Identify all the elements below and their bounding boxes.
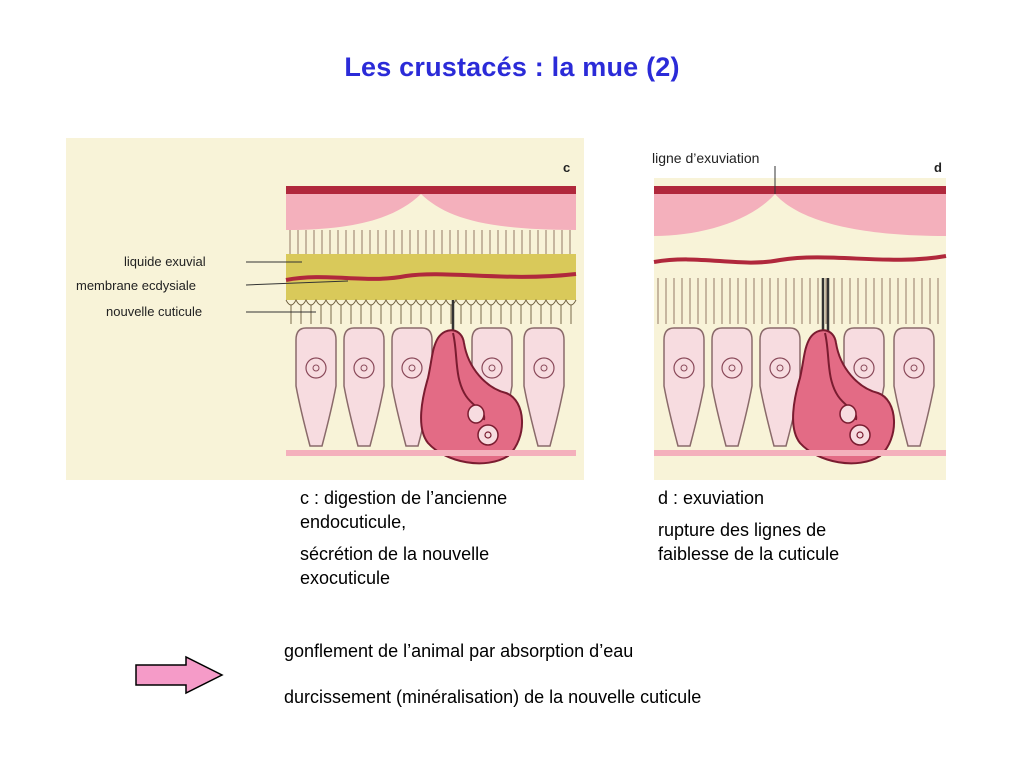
panel-c-illustration [66, 138, 584, 480]
epidermal-cell [711, 327, 753, 447]
cell-nucleolus [680, 364, 688, 372]
new-cuticle-d [657, 278, 939, 324]
basal-membrane [286, 450, 576, 456]
epidermal-cell [523, 327, 565, 447]
panel-c-letter: c [563, 160, 571, 175]
epidermal-cell [343, 327, 385, 447]
cell-nucleus [353, 357, 375, 379]
old-cuticle-layer [286, 194, 576, 230]
ecdysial-membrane-d [653, 254, 947, 265]
cell-nucleus [305, 357, 327, 379]
old-cuticle-band [286, 186, 576, 194]
panel-d-letter: d [934, 160, 942, 175]
caption-c-line1: c : digestion de l’ancienne endocuticule… [300, 488, 508, 532]
caption-c-line2: sécrétion de la nouvelle exocuticule [300, 544, 490, 588]
panel-d-illustration [640, 138, 958, 480]
cell-nucleus [903, 357, 925, 379]
conclusion-line1: gonflement de l’animal par absorption d’… [284, 641, 634, 661]
new-cuticle [285, 298, 577, 324]
label-membrane-ecdysiale: membrane ecdysiale [76, 278, 196, 293]
callout-line-membrane [245, 280, 349, 286]
cell-nucleus [533, 357, 555, 379]
caption-c: c : digestion de l’ancienne endocuticule… [300, 486, 560, 590]
caption-d: d : exuviation rupture des lignes de fai… [658, 486, 898, 566]
page-title: Les crustacés : la mue (2) [344, 52, 680, 82]
cell-nucleus [673, 357, 695, 379]
ecdysial-membrane [285, 272, 577, 282]
cell-nucleolus [488, 364, 496, 372]
epidermal-cell [295, 327, 337, 447]
epidermal-cell [663, 327, 705, 447]
epidermal-cells [295, 327, 565, 447]
old-cuticle-layer-d [654, 194, 946, 236]
cell-nucleus [401, 357, 423, 379]
old-cuticle-band-d [654, 186, 946, 194]
epidermal-cell [893, 327, 935, 447]
tegumental-gland-d [792, 278, 895, 465]
cell-nucleolus [408, 364, 416, 372]
cell-nucleolus [776, 364, 784, 372]
label-nouvelle-cuticule: nouvelle cuticule [106, 304, 203, 319]
cell-nucleus [853, 357, 875, 379]
cell-nucleolus [360, 364, 368, 372]
cell-nucleolus [910, 364, 918, 372]
cell-nucleolus [312, 364, 320, 372]
cell-nucleolus [728, 364, 736, 372]
cell-nucleus [721, 357, 743, 379]
right-arrow-icon [135, 655, 224, 695]
label-liquide-exuvial: liquide exuvial [124, 254, 206, 269]
cell-nucleus [769, 357, 791, 379]
conclusion-line2: durcissement (minéralisation) de la nouv… [284, 687, 702, 707]
cell-nucleus [481, 357, 503, 379]
pore-canals [289, 230, 571, 254]
basal-membrane-d [654, 450, 946, 456]
caption-d-line1: d : exuviation [658, 488, 765, 508]
diagram-panel-c: liquide exuvial membrane ecdysiale nouve… [66, 138, 584, 480]
cell-nucleolus [860, 364, 868, 372]
label-ligne-exuviation: ligne d’exuviation [652, 150, 760, 166]
diagram-panel-d: ligne d’exuviation d [640, 138, 958, 480]
cell-nucleolus [540, 364, 548, 372]
caption-d-line2: rupture des lignes de faiblesse de la cu… [658, 520, 840, 564]
